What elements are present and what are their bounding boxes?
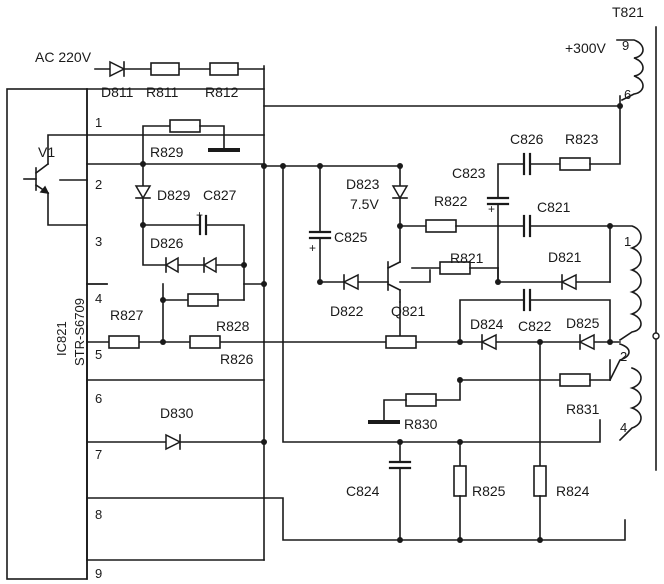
ic-pin-1: 1: [95, 115, 102, 130]
d825-label: D825: [566, 315, 600, 331]
d811-icon: [109, 60, 126, 78]
d822-label: D822: [330, 303, 364, 319]
d830-label: D830: [160, 405, 194, 421]
r829-label: R829: [150, 144, 184, 160]
t821-pin-2: 2: [620, 349, 627, 364]
r830-label: R830: [404, 416, 438, 432]
c827-label: C827: [203, 187, 237, 203]
t821-pin-6: 6: [624, 87, 631, 102]
r825-label: R825: [472, 483, 506, 499]
r823-label: R823: [565, 131, 599, 147]
ic-pin-5: 5: [95, 347, 102, 362]
t821-pin-9: 9: [622, 38, 629, 53]
ic-pin-2: 2: [95, 177, 102, 192]
d829-icon: [134, 185, 152, 200]
r822-icon: [425, 219, 457, 233]
r823-icon: [559, 157, 591, 171]
q821-label: Q821: [391, 303, 425, 319]
v1-label: V1: [38, 144, 55, 160]
d824-icon: [480, 333, 497, 351]
r826-label: R826: [220, 351, 254, 367]
r831-icon: [559, 373, 591, 387]
ic-pin-3: 3: [95, 234, 102, 249]
ic-pin-7: 7: [95, 447, 102, 462]
c823-label: C823: [452, 165, 486, 181]
r812-label: R812: [205, 84, 239, 100]
d811-label: D811: [101, 84, 134, 100]
r830-icon: [405, 393, 437, 407]
c821-label: C821: [537, 199, 571, 215]
r825-icon: [453, 465, 467, 497]
d821-label: D821: [548, 249, 582, 265]
ac-label: AC 220V: [35, 49, 92, 65]
r812-icon: [209, 62, 239, 76]
ic-part-label: STR-S6709: [72, 298, 87, 366]
r821-label: R821: [450, 250, 484, 266]
ic-pin-4: 4: [95, 291, 102, 306]
d823-label: D823: [346, 176, 380, 192]
r828-icon: [187, 293, 219, 307]
ic-ref-label: IC821: [54, 321, 69, 356]
d821-icon: [560, 273, 577, 291]
r826-icon: [189, 335, 221, 349]
c825-label: C825: [334, 229, 368, 245]
ic-pin-9: 9: [95, 566, 102, 581]
r811-icon: [150, 62, 180, 76]
r831-label: R831: [566, 401, 600, 417]
ic821: IC821 STR-S6709 1 2 3 4 5 6 7 8 9 V1: [6, 65, 265, 581]
dc-supply-label: +300V: [565, 40, 607, 56]
t821-pin-1: 1: [624, 234, 631, 249]
d826-label: D826: [150, 235, 184, 251]
transformer-t821: T821 +300V 9 6 1 2 4: [565, 4, 660, 471]
r827-icon: [108, 335, 140, 349]
d822-icon: [342, 273, 359, 291]
r811-label: R811: [146, 84, 179, 100]
c826-label: C826: [510, 131, 544, 147]
r824-icon: [533, 465, 547, 497]
c822-label: C822: [518, 318, 552, 334]
c824-label: C824: [346, 483, 380, 499]
r829-icon: [169, 119, 201, 133]
r824-label: R824: [556, 483, 590, 499]
c823-plus: +: [488, 202, 495, 216]
r827-label: R827: [110, 307, 144, 323]
d826b-icon: [202, 256, 217, 274]
t821-pin-4: 4: [620, 420, 627, 435]
r822-label: R822: [434, 193, 468, 209]
d824-label: D824: [470, 316, 504, 332]
d829-label: D829: [157, 187, 191, 203]
d825-icon: [578, 333, 595, 351]
r-pin5-icon: [385, 335, 417, 349]
r828-label: R828: [216, 318, 250, 334]
c825-plus: +: [309, 241, 316, 255]
ac-input: AC 220V D811 R811 R812: [35, 49, 265, 100]
t821-label: T821: [612, 4, 644, 20]
d823-voltage: 7.5V: [350, 196, 379, 212]
c827-plus: +: [196, 208, 203, 222]
ic-pin-8: 8: [95, 507, 102, 522]
ic-pin-6: 6: [95, 391, 102, 406]
d826a-icon: [164, 256, 179, 274]
d830-icon: [165, 433, 182, 451]
d823-icon: [391, 185, 409, 200]
